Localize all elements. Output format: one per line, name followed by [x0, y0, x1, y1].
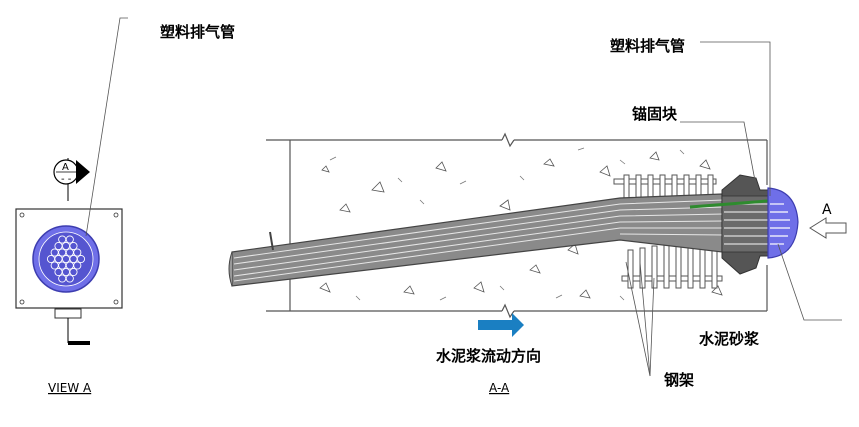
view-arrow-letter: A [822, 202, 832, 218]
svg-text:- -: - - [61, 174, 72, 185]
section-title: A-A [489, 381, 510, 395]
label-anchor-block: 锚固块 [632, 105, 678, 123]
leader-exhaust-pipe [700, 41, 771, 196]
label-grout-flow-direction: 水泥浆流动方向 [436, 347, 541, 365]
concrete-block [266, 132, 768, 319]
leader-view-a-exhaust-pipe [85, 17, 128, 237]
section-a-a-group: A 塑料排气管 锚固块 水泥浆流动方向 钢架 水泥砂浆 A-A [228, 37, 847, 395]
cement-mortar-cap [767, 187, 799, 259]
leader-steel-frame-1 [625, 261, 651, 377]
view-direction-arrow: A [809, 202, 847, 239]
tendon-strands [233, 199, 725, 282]
view-a-group: A - - 塑料排气管 [15, 17, 235, 395]
label-steel-frame: 钢架 [664, 371, 694, 389]
section-marker-symbol: A - - [53, 158, 90, 201]
section-marker-letter: A [62, 162, 69, 173]
label-exhaust-pipe: 塑料排气管 [610, 37, 685, 55]
view-a-title: VIEW A [48, 381, 92, 395]
leader-steel-frame-2 [639, 261, 651, 377]
concrete-aggregate [319, 151, 723, 299]
label-cement-mortar: 水泥砂浆 [699, 330, 760, 348]
tendon-duct [231, 193, 723, 287]
exhaust-pipe-tab [54, 308, 82, 319]
leader-steel-frame-3 [649, 277, 655, 377]
flow-direction-arrow [478, 313, 524, 337]
leader-anchor-block [680, 121, 757, 187]
vent-stub [269, 231, 274, 251]
label-view-a-exhaust-pipe: 塑料排气管 [160, 23, 235, 41]
exhaust-pipe-green [689, 198, 781, 209]
leader-cement-mortar [777, 243, 842, 321]
strand-bundle [46, 235, 86, 283]
